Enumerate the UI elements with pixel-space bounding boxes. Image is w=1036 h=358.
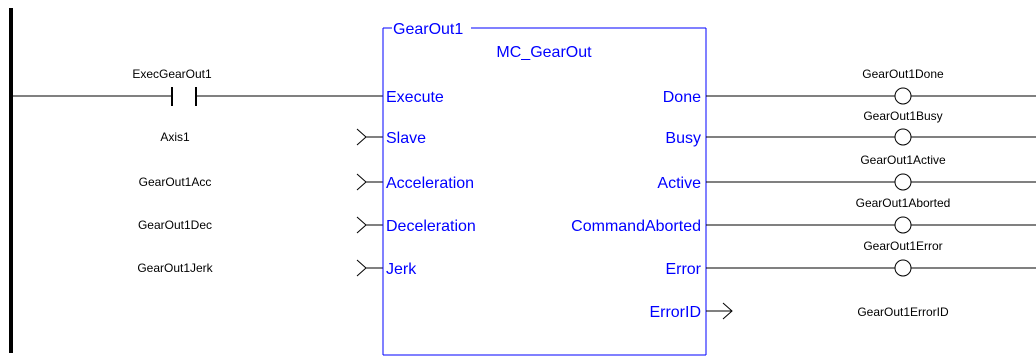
jerk-variable-label[interactable]: GearOut1Jerk bbox=[137, 261, 213, 275]
pin-error: Error bbox=[665, 261, 701, 278]
input-connector-icon bbox=[356, 128, 367, 146]
done-variable-label[interactable]: GearOut1Done bbox=[862, 67, 944, 81]
block-instance-name[interactable]: GearOut1 bbox=[393, 21, 463, 38]
contact-variable-label[interactable]: ExecGearOut1 bbox=[132, 67, 212, 81]
coil-icon[interactable] bbox=[894, 216, 912, 234]
execute-rung: ExecGearOut1 bbox=[13, 67, 383, 106]
input-connector-icon bbox=[356, 259, 367, 277]
pin-done: Done bbox=[663, 89, 701, 106]
pin-deceleration: Deceleration bbox=[386, 218, 476, 235]
input-jerk: GearOut1Jerk bbox=[137, 259, 383, 277]
pin-jerk: Jerk bbox=[386, 261, 417, 278]
output-error: GearOut1Error bbox=[706, 239, 1036, 277]
busy-variable-label[interactable]: GearOut1Busy bbox=[863, 109, 942, 123]
pin-execute: Execute bbox=[386, 89, 444, 106]
pin-busy: Busy bbox=[665, 130, 701, 147]
output-active: GearOut1Active bbox=[706, 153, 1036, 191]
input-slave: Axis1 bbox=[160, 128, 383, 146]
pin-slave: Slave bbox=[386, 130, 426, 147]
input-connector-icon bbox=[356, 216, 367, 234]
deceleration-variable-label[interactable]: GearOut1Dec bbox=[138, 218, 212, 232]
output-command-aborted: GearOut1Aborted bbox=[706, 196, 1036, 234]
active-variable-label[interactable]: GearOut1Active bbox=[860, 153, 946, 167]
pin-active: Active bbox=[657, 175, 701, 192]
coil-icon[interactable] bbox=[894, 259, 912, 277]
slave-variable-label[interactable]: Axis1 bbox=[160, 130, 190, 144]
input-connector-icon bbox=[356, 173, 367, 191]
output-error-id: GearOut1ErrorID bbox=[706, 302, 949, 320]
left-power-rail bbox=[9, 8, 13, 353]
input-acceleration: GearOut1Acc bbox=[139, 173, 383, 191]
function-block[interactable]: GearOut1 MC_GearOut Execute Slave Accele… bbox=[382, 21, 707, 356]
coil-icon[interactable] bbox=[894, 128, 912, 146]
output-busy: GearOut1Busy bbox=[706, 109, 1036, 146]
pin-error-id: ErrorID bbox=[649, 304, 701, 321]
coil-icon[interactable] bbox=[894, 173, 912, 191]
command-aborted-variable-label[interactable]: GearOut1Aborted bbox=[856, 196, 951, 210]
coil-icon[interactable] bbox=[894, 87, 912, 105]
error-id-variable-label[interactable]: GearOut1ErrorID bbox=[857, 305, 949, 319]
output-done: GearOut1Done bbox=[706, 67, 1036, 105]
pin-acceleration: Acceleration bbox=[386, 175, 474, 192]
input-deceleration: GearOut1Dec bbox=[138, 216, 383, 234]
block-type-name: MC_GearOut bbox=[496, 44, 592, 61]
output-connector-icon bbox=[722, 302, 733, 320]
contact-icon[interactable] bbox=[171, 87, 197, 106]
acceleration-variable-label[interactable]: GearOut1Acc bbox=[139, 175, 212, 189]
pin-command-aborted: CommandAborted bbox=[571, 218, 701, 235]
error-variable-label[interactable]: GearOut1Error bbox=[863, 239, 942, 253]
